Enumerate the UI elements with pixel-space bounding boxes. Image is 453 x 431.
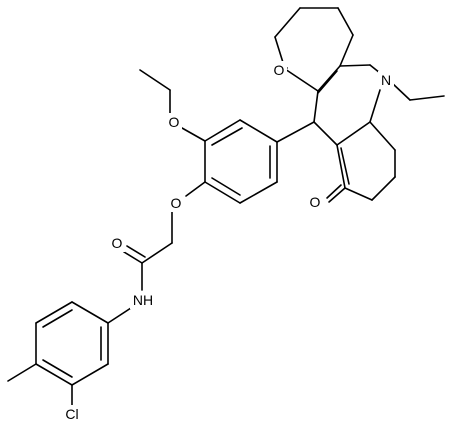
chlorine-atom-label: Cl — [65, 406, 78, 422]
ethoxy-oxygen-label: O — [169, 114, 180, 130]
amide-nh-label: NH — [133, 292, 153, 308]
bond-lines — [7, 7, 445, 406]
amide-oxygen: O — [109, 234, 125, 252]
ketone-oxygen-bottom: O — [307, 193, 323, 211]
amide-oxygen-label: O — [112, 235, 123, 251]
chlorine-atom: Cl — [60, 405, 84, 423]
ketone-oxygen-bottom-label: O — [310, 194, 321, 210]
ethoxy-oxygen: O — [166, 113, 182, 131]
ring-nitrogen: N — [378, 71, 394, 89]
amide-nh: NH — [130, 291, 156, 309]
ether-oxygen: O — [168, 194, 184, 212]
ring-nitrogen-label: N — [381, 72, 391, 88]
ketone-oxygen-top-label: O — [274, 62, 285, 78]
ketone-oxygen-top: O — [271, 61, 287, 79]
atom-labels: O N O O O O NH Cl — [60, 61, 394, 423]
ether-oxygen-label: O — [171, 195, 182, 211]
